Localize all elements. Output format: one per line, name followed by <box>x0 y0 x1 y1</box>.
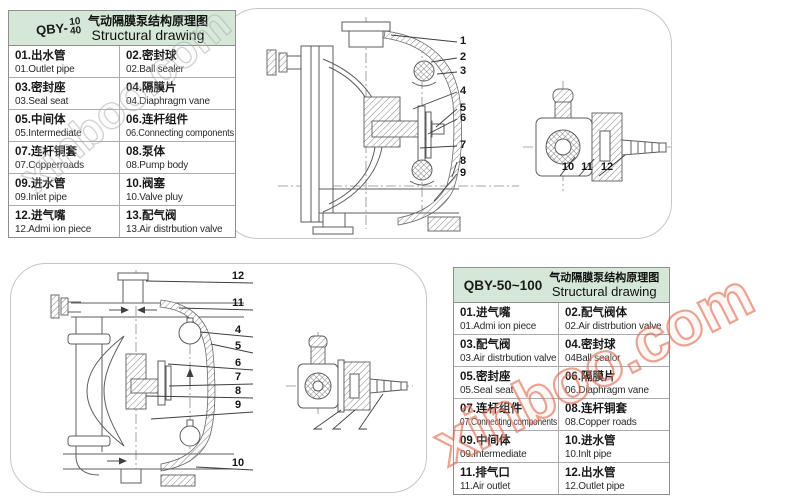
table-header: QBY-50~100 气动隔膜泵结构原理图 Structural drawing <box>454 268 669 303</box>
drawing-panel-top <box>222 8 673 239</box>
ball-sealer-upper <box>413 60 435 82</box>
drawing-panel-bottom <box>10 263 427 493</box>
model-label: QBY- 10 40 <box>35 16 82 38</box>
table-header: QBY- 10 40 气动隔膜泵结构原理图 Structural drawing <box>9 11 235 46</box>
pump-cross-section <box>50 270 254 487</box>
leader-lines <box>145 280 254 471</box>
parts-table-qby-50-100: QBY-50~100 气动隔膜泵结构原理图 Structural drawing… <box>453 267 670 495</box>
valve-port-lower <box>179 425 201 447</box>
pump-structural-drawing-qby-10-40 <box>266 17 673 235</box>
air-valve-assembly <box>523 81 673 191</box>
air-valve-assembly <box>286 332 413 430</box>
model-label: QBY-50~100 <box>463 277 543 293</box>
table-title-zh: 气动隔膜泵结构原理图 <box>549 272 660 284</box>
table-title-en: Structural drawing <box>91 27 205 43</box>
pump-cross-section <box>266 17 519 235</box>
parts-table-qby-10-40: QBY- 10 40 气动隔膜泵结构原理图 Structural drawing… <box>8 10 236 238</box>
table-title-zh: 气动隔膜泵结构原理图 <box>87 14 208 28</box>
pump-structural-drawing-qby-50-100 <box>50 270 413 487</box>
ball-sealer-lower <box>411 159 433 181</box>
valve-port-upper <box>178 321 202 345</box>
table-title-en: Structural drawing <box>551 284 657 299</box>
air-nozzle <box>621 139 660 156</box>
leader-lines <box>390 34 458 202</box>
air-nozzle <box>369 378 402 394</box>
